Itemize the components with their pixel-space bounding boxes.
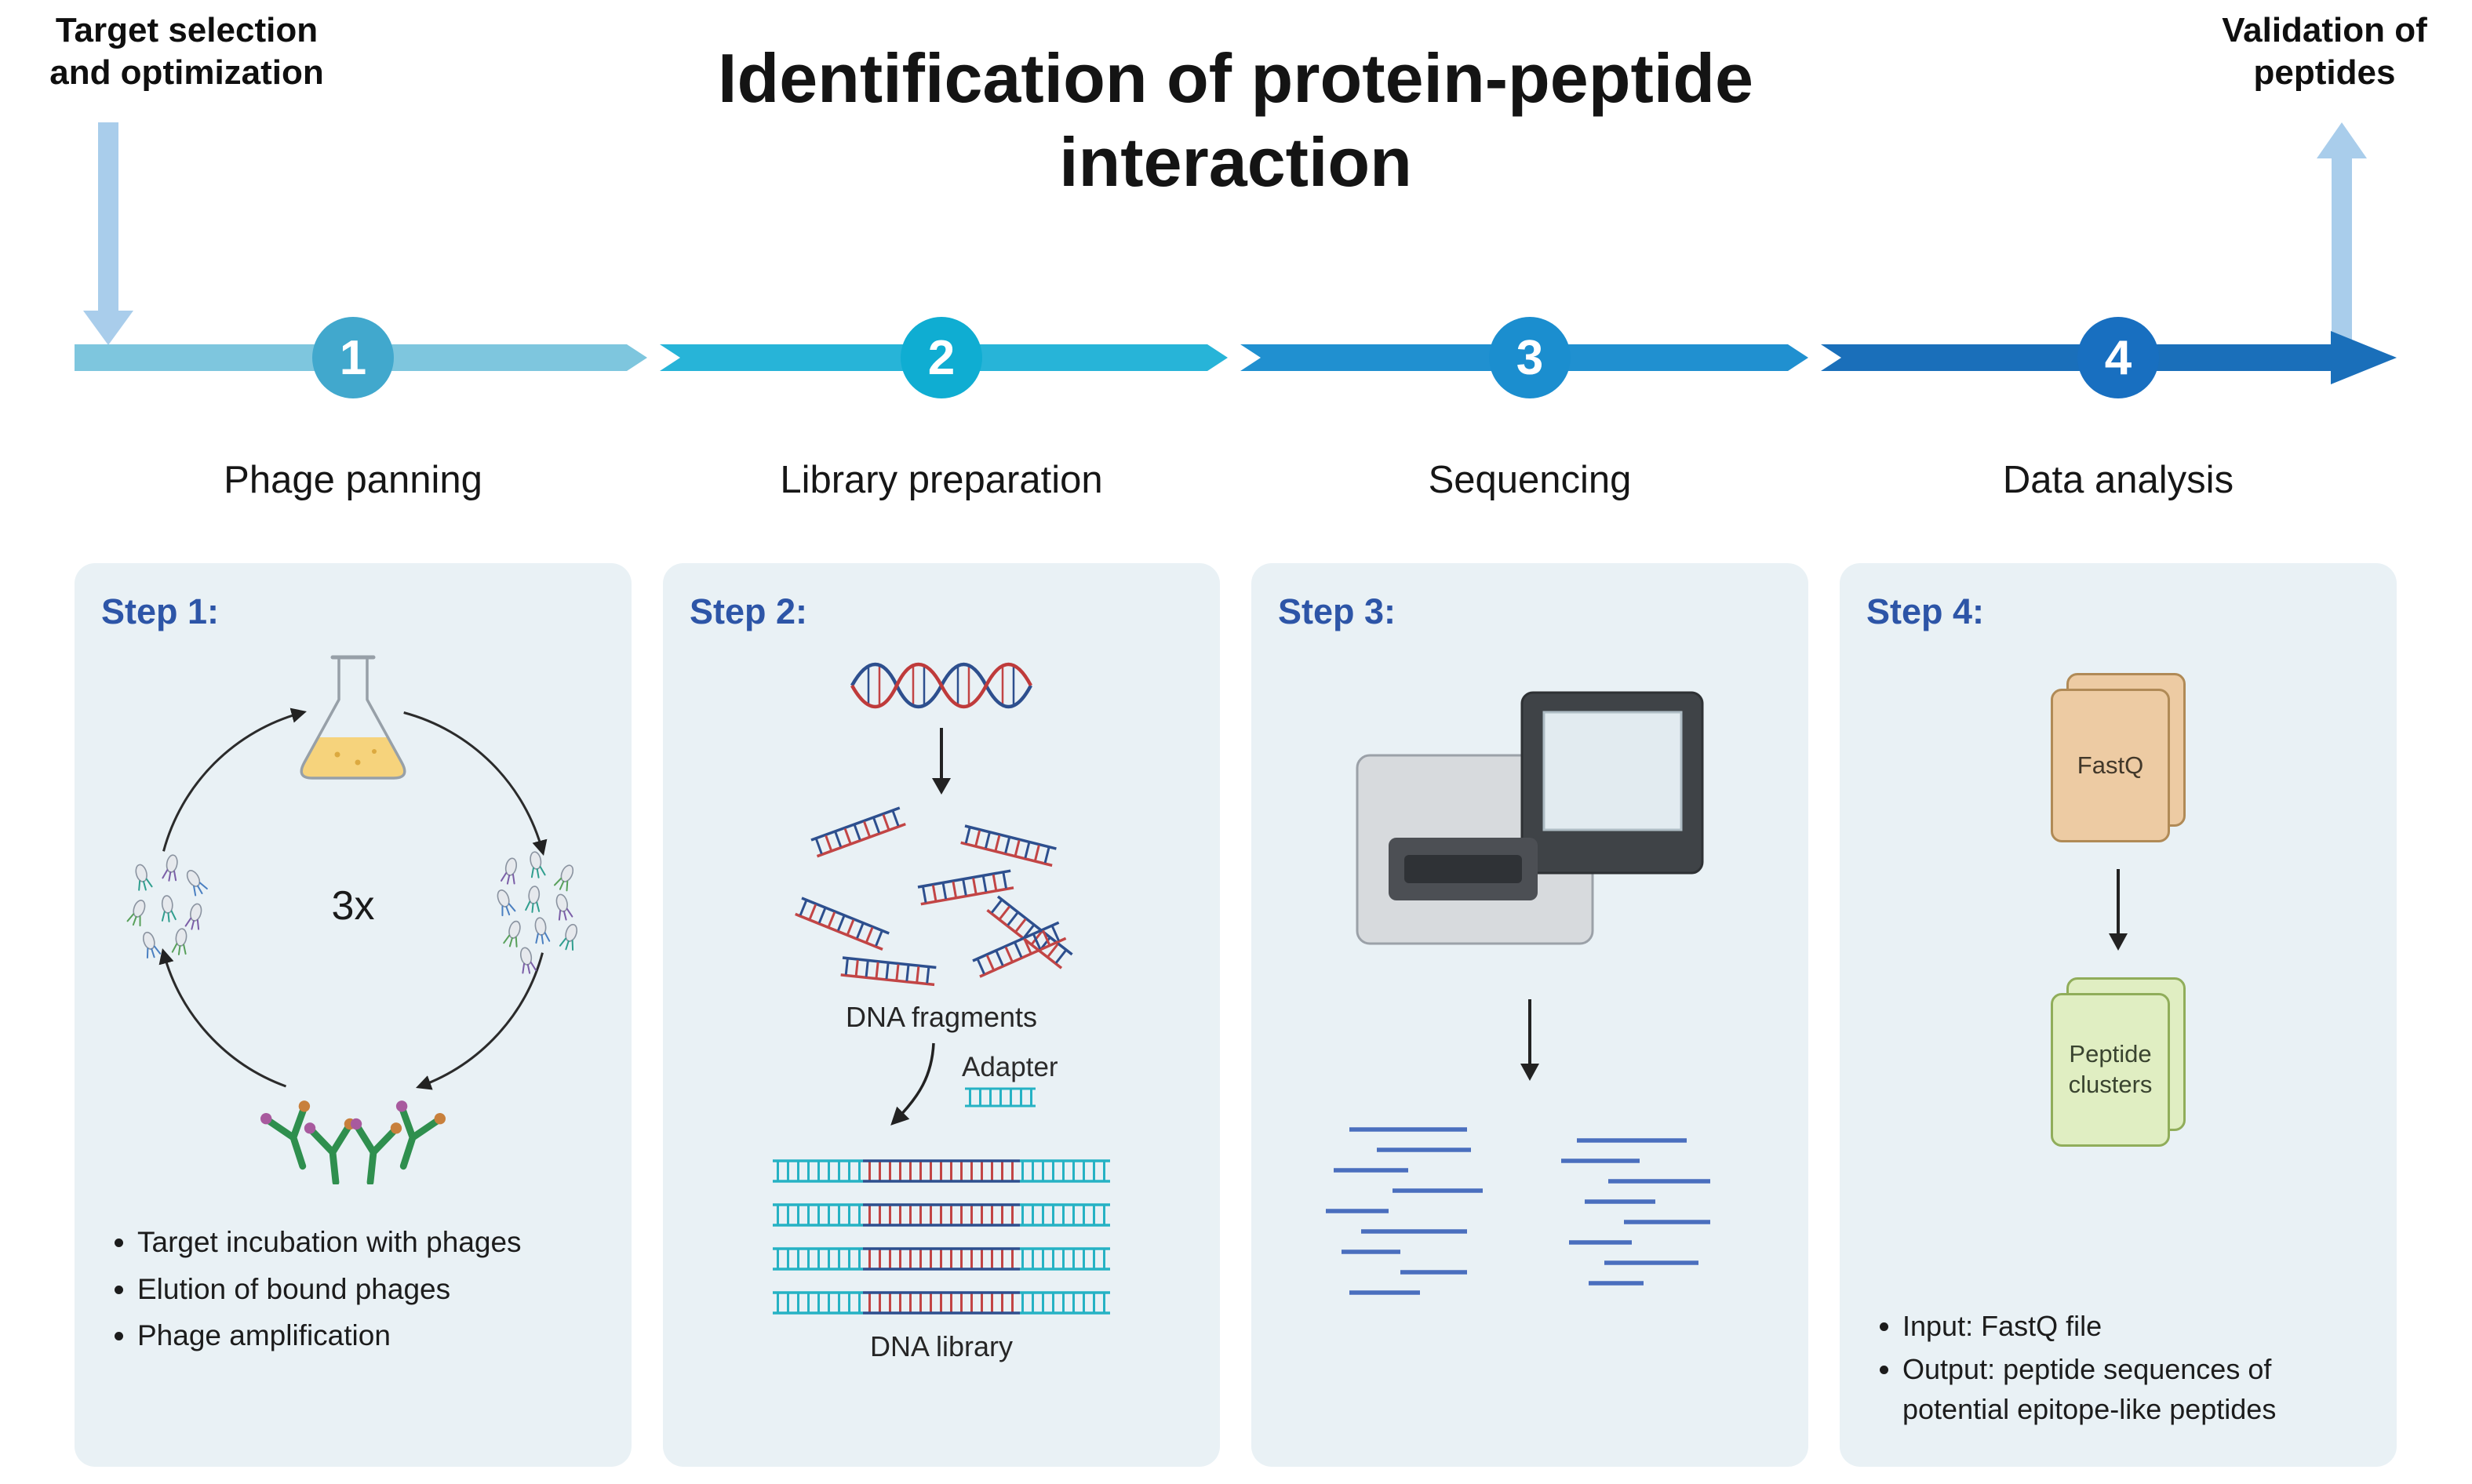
dna-library-label: DNA library xyxy=(869,1330,1014,1362)
bullet-item: Target incubation with phages xyxy=(137,1220,522,1264)
panel-1-heading: Step 1: xyxy=(101,591,220,631)
phage-cluster-left xyxy=(126,853,209,960)
peptide-clusters-stack: Peptide clusters xyxy=(2051,977,2186,1147)
validation-note-line1: Validation of xyxy=(2222,11,2427,49)
step-number-2: 2 xyxy=(928,331,955,385)
antibody-row xyxy=(259,1099,447,1184)
bullet-item: Input: FastQ file xyxy=(1902,1306,2370,1346)
target-selection-note-line2: and optimization xyxy=(49,53,324,92)
dna-helix-icon xyxy=(850,662,1032,709)
fastq-card-label: FastQ xyxy=(2077,751,2144,779)
validation-note-line2: peptides xyxy=(2253,53,2396,92)
step-label-sequencing: Sequencing xyxy=(1428,459,1632,501)
phage-panning-cycle-diagram: 3x xyxy=(126,655,581,1184)
step-circle-4 xyxy=(2077,317,2159,398)
fastq-card: FastQ xyxy=(2051,689,2170,842)
timeline-arrow-bar: 1 2 3 4 xyxy=(75,317,2397,398)
page-title-line2: interaction xyxy=(1059,123,1412,202)
dna-library-diagram xyxy=(771,1159,1112,1315)
panel-4-heading: Step 4: xyxy=(1866,591,1985,631)
step-circle-2 xyxy=(901,317,982,398)
validation-note: Validation of peptides xyxy=(2191,9,2458,93)
panel-step-4: Step 4: FastQ Peptide clusters Input: Fa… xyxy=(1840,563,2397,1467)
down-arrow-icon xyxy=(932,728,951,795)
page-title: Identification of protein-peptide intera… xyxy=(451,36,2020,205)
fastq-file-stack: FastQ xyxy=(2051,673,2186,842)
panel-1-bullets: Target incubation with phages Elution of… xyxy=(101,1220,522,1361)
read-cluster-left xyxy=(1326,1127,1483,1295)
panel-2-heading: Step 2: xyxy=(690,591,808,631)
adapter-ligation-diagram: Adapter xyxy=(890,1042,1058,1126)
dna-fragments-label: DNA fragments xyxy=(845,1001,1038,1033)
cycle-count-label: 3x xyxy=(332,883,375,929)
step-circle-3 xyxy=(1489,317,1571,398)
panel-step-3: Step 3: xyxy=(1251,563,1808,1467)
step-circle-1 xyxy=(312,317,394,398)
bullet-item: Elution of bound phages xyxy=(137,1268,522,1311)
adapter-icon xyxy=(963,1087,1037,1108)
adapter-label: Adapter xyxy=(962,1052,1058,1082)
step-number-1: 1 xyxy=(340,331,366,385)
flask-icon xyxy=(300,655,406,780)
down-arrow-icon xyxy=(2109,869,2128,951)
panel-4-bullets: Input: FastQ file Output: peptide sequen… xyxy=(1866,1306,2370,1432)
step-label-data-analysis: Data analysis xyxy=(2002,459,2234,501)
sequencer-machine-icon xyxy=(1356,691,1704,945)
panel-3-heading: Step 3: xyxy=(1278,591,1396,631)
down-arrow-icon xyxy=(1520,999,1539,1081)
sequence-reads-diagram xyxy=(1326,1127,1710,1295)
step-number-3: 3 xyxy=(1516,331,1543,385)
read-cluster-right xyxy=(1561,1138,1710,1286)
dna-fragments-diagram xyxy=(794,806,1074,987)
cycle-arrows xyxy=(158,707,548,1090)
down-arrow-icon xyxy=(83,122,133,345)
bullet-item: Phage amplification xyxy=(137,1314,522,1358)
step-number-4: 4 xyxy=(2105,331,2132,385)
target-selection-note-line1: Target selection xyxy=(55,11,319,49)
step-panels: Step 1: 3x xyxy=(75,563,2397,1467)
panel-step-1: Step 1: 3x xyxy=(75,563,632,1467)
peptide-clusters-card-label: Peptide clusters xyxy=(2068,1040,2153,1098)
step-label-phage-panning: Phage panning xyxy=(224,459,482,501)
workflow-timeline: 1 2 3 4 xyxy=(75,311,2397,405)
step-labels-row: Phage panning Library preparation Sequen… xyxy=(75,458,2397,502)
up-arrow-icon xyxy=(2317,122,2367,345)
step-label-library-preparation: Library preparation xyxy=(780,459,1103,501)
phage-cluster-right xyxy=(493,849,581,976)
bullet-item: Output: peptide sequences of potential e… xyxy=(1902,1349,2370,1429)
page-title-line1: Identification of protein-peptide xyxy=(718,39,1753,117)
target-selection-note: Target selection and optimization xyxy=(6,9,367,93)
peptide-clusters-card: Peptide clusters xyxy=(2051,993,2170,1147)
panel-step-2: Step 2: xyxy=(663,563,1220,1467)
